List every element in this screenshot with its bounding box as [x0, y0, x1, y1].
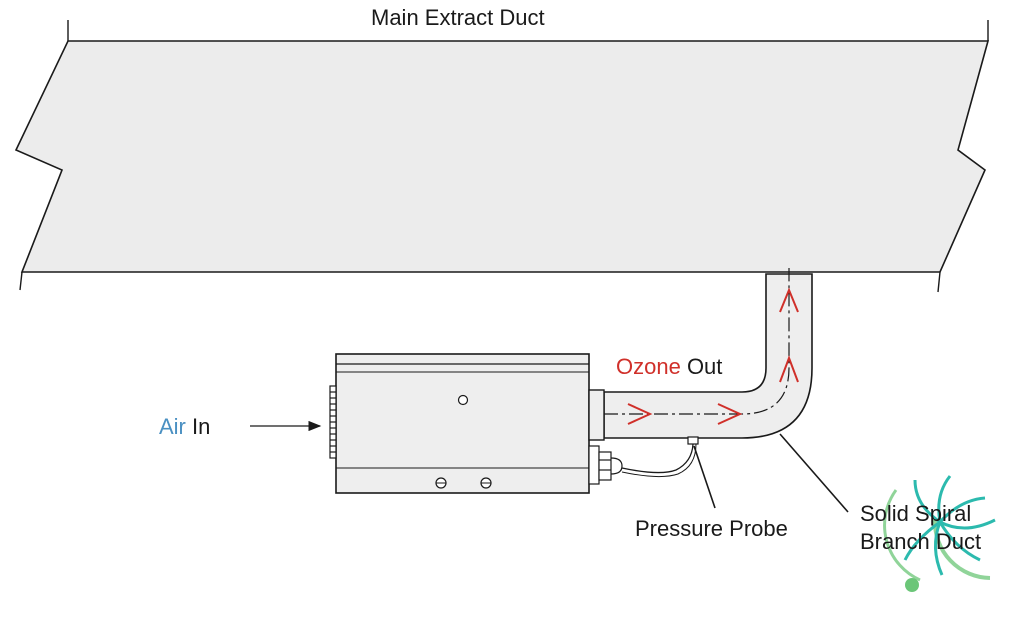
- unit-indicator: [457, 394, 469, 406]
- branch-duct-leader: [779, 433, 849, 513]
- pressure-probe-leader: [693, 445, 716, 509]
- unit-body: [335, 353, 590, 494]
- branch-duct: [603, 273, 813, 439]
- flow-arrow-4: [779, 287, 799, 313]
- branch-duct-label: Solid Spiral Branch Duct: [860, 500, 981, 555]
- ozone-out-rest: Out: [680, 354, 723, 379]
- cable-gland: [588, 445, 623, 485]
- pressure-probe-label: Pressure Probe: [635, 516, 788, 541]
- flow-arrows: [627, 287, 799, 425]
- flow-arrow-3: [779, 355, 799, 383]
- ozone-generator-unit: [329, 353, 623, 494]
- flow-arrow-2: [717, 403, 743, 425]
- ozone-out-label: Ozone Out: [616, 356, 722, 378]
- probe-cable: [621, 443, 694, 474]
- duct-break-left: [19, 20, 69, 291]
- duct-break-right: [937, 20, 989, 293]
- probe-cable-b: [621, 443, 697, 478]
- main-extract-duct: [14, 40, 990, 273]
- ozone-out-accent: Ozone: [616, 354, 681, 379]
- main-extract-duct-label: Main Extract Duct: [371, 5, 545, 30]
- branch-duct-label-line2: Branch Duct: [860, 528, 982, 554]
- flow-arrow-1: [627, 403, 653, 425]
- air-in-label: Air In: [159, 416, 210, 438]
- spiral-swirl-logo: [883, 475, 996, 592]
- air-in-accent: Air: [159, 414, 186, 439]
- unit-outlet: [588, 389, 605, 441]
- pressure-probe: [621, 436, 699, 478]
- branch-duct-label-line1: Solid Spiral: [860, 501, 972, 526]
- duct-centerline: [604, 268, 790, 415]
- intake-grille: [329, 385, 337, 459]
- air-in-rest: In: [185, 414, 211, 439]
